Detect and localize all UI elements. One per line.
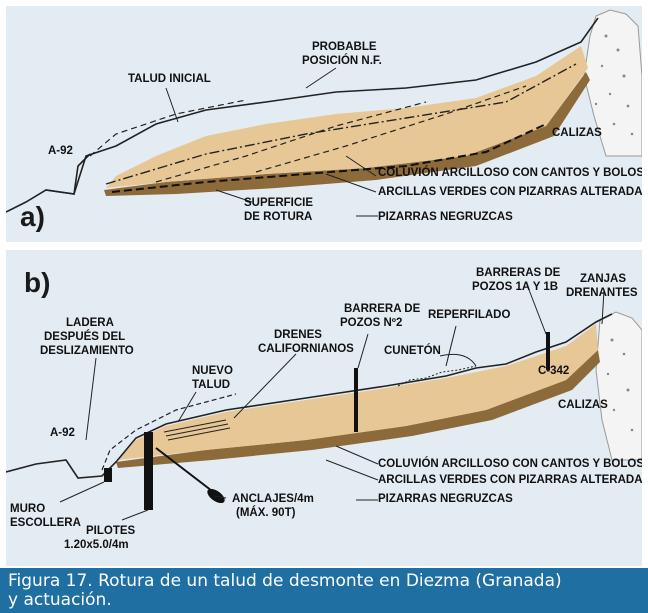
label-superficie: SUPERFICIE — [244, 197, 313, 209]
coluvion-layer — [118, 324, 598, 460]
label-ladera: LADERA — [66, 317, 114, 329]
label-probable: PROBABLE — [312, 41, 377, 53]
label-despues-del: DESPUÉS DEL — [44, 330, 125, 343]
panel-b-diagram: b) BARRERAS DE POZOS 1A Y 1B ZANJAS DREN… — [6, 267, 642, 551]
cuneton-marks — [397, 365, 477, 387]
label-nuevo: NUEVO — [192, 365, 233, 377]
label-talud: TALUD — [192, 379, 230, 391]
calizas-texture — [606, 338, 634, 432]
failure-surface-3 — [255, 85, 527, 173]
label-escollera: ESCOLLERA — [10, 517, 81, 529]
label-pilotes: PILOTES — [86, 525, 136, 537]
label-pilotes-dim: 1.20x5.0/4m — [64, 539, 129, 551]
label-posicion-nf: POSICIÓN N.F. — [302, 54, 382, 67]
label-reperfilado: REPERFILADO — [428, 309, 510, 321]
calizas-rock — [595, 311, 642, 461]
label-pizarras: PIZARRAS NEGRUZCAS — [378, 493, 513, 505]
panel-b-letter: b) — [24, 267, 50, 298]
label-californianos: CALIFORNIANOS — [258, 343, 354, 355]
label-arcillas: ARCILLAS VERDES CON PIZARRAS ALTERADAS — [378, 474, 642, 486]
label-calizas: CALIZAS — [558, 399, 608, 411]
panel-a: a) PROBABLE POSICIÓN N.F. TALUD INICIAL … — [6, 6, 642, 242]
label-pozos-1a-1b: POZOS 1A Y 1B — [472, 281, 558, 293]
arcillas-layer — [116, 350, 600, 468]
label-talud-inicial: TALUD INICIAL — [128, 73, 211, 85]
muro-escollera — [104, 468, 112, 482]
label-drenes: DRENES — [274, 329, 322, 341]
pilotes — [144, 432, 153, 510]
road-cut — [45, 153, 91, 195]
label-c342: C-342 — [538, 365, 569, 377]
label-drenantes: DRENANTES — [566, 287, 638, 299]
drenes-lines — [163, 419, 231, 441]
label-coluvion: COLUVIÓN ARCILLOSO CON CANTOS Y BOLOS — [378, 166, 642, 179]
panel-a-letter: a) — [20, 201, 45, 232]
caption-line-1: Figura 17. Rotura de un talud de desmont… — [8, 571, 562, 591]
label-barreras-de: BARRERAS DE — [476, 267, 561, 279]
label-max-90t: (MÁX. 90T) — [236, 506, 296, 519]
barrera-pozos-2 — [354, 368, 358, 432]
label-anclajes: ANCLAJES/4m — [232, 493, 314, 505]
coluvion-layer — [106, 46, 588, 188]
panel-a-leaders — [165, 67, 378, 217]
panel-a-diagram: a) PROBABLE POSICIÓN N.F. TALUD INICIAL … — [6, 9, 642, 232]
anclaje — [155, 447, 217, 495]
label-muro: MURO — [10, 503, 45, 515]
panel-b: b) BARRERAS DE POZOS 1A Y 1B ZANJAS DREN… — [6, 250, 642, 566]
label-a92: A-92 — [50, 427, 75, 439]
caption-line-2: y actuación. — [8, 590, 112, 610]
label-pozos-n2: POZOS Nº2 — [340, 317, 402, 329]
label-calizas: CALIZAS — [552, 127, 602, 139]
panel-b-leaders — [59, 281, 605, 521]
figure-caption: Figura 17. Rotura de un talud de desmont… — [0, 568, 648, 613]
label-deslizamiento: DESLIZAMIENTO — [40, 345, 134, 357]
label-a92: A-92 — [48, 145, 73, 157]
label-zanjas: ZANJAS — [580, 273, 626, 285]
talud-inicial-line — [89, 99, 247, 157]
label-barrera-de: BARRERA DE — [344, 303, 421, 315]
failure-surface-2 — [155, 101, 427, 183]
label-pizarras: PIZARRAS NEGRUZCAS — [378, 211, 513, 223]
terrain-profile — [6, 313, 613, 479]
label-de-rotura: DE ROTURA — [244, 211, 312, 223]
arcillas-layer — [104, 72, 590, 196]
label-arcillas: ARCILLAS VERDES CON PIZARRAS ALTERADAS — [378, 186, 642, 198]
failure-surface — [111, 123, 547, 193]
label-cuneton: CUNETÓN — [384, 344, 441, 357]
calizas-texture — [594, 34, 634, 136]
nf-line — [105, 63, 577, 185]
barreras-pozos-1 — [546, 332, 550, 370]
label-coluvion: COLUVIÓN ARCILLOSO CON CANTOS Y BOLOS — [378, 457, 642, 470]
